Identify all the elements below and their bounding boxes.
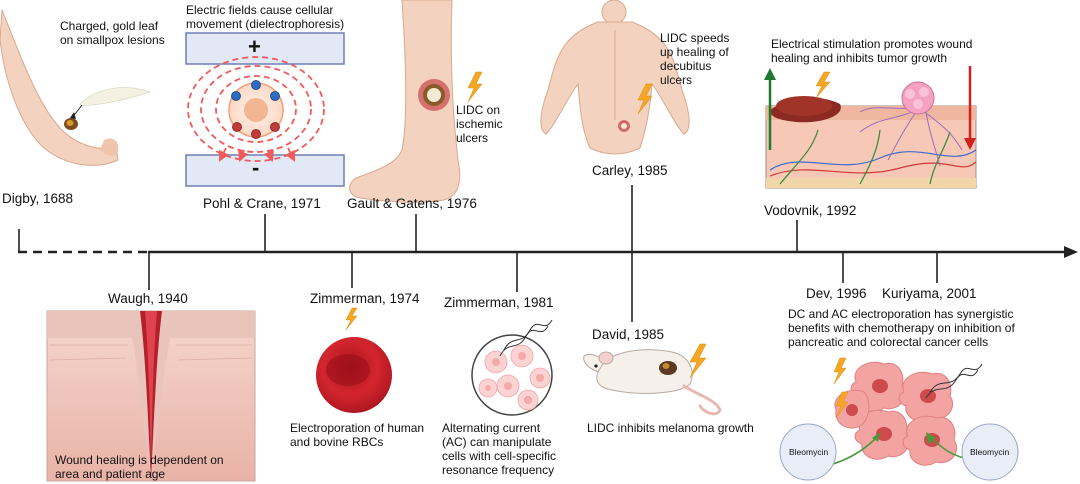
digby-label: Digby, 1688	[2, 191, 74, 206]
vodovnik-caption: Electrical stimulation promotes wound he…	[771, 37, 973, 65]
kuriyama-label: Kuriyama, 2001	[882, 286, 977, 301]
dc-ac-caption: DC and AC electroporation has synergisti…	[788, 307, 1015, 349]
zimmerman1974-caption: Electroporation of human and bovine RBCs	[290, 421, 425, 449]
lightning-icon	[815, 71, 831, 99]
plus-symbol: +	[248, 34, 261, 59]
lightning-icon	[345, 307, 358, 331]
bleomycin-bubble-right	[961, 423, 1019, 481]
arrow-down-red	[964, 66, 976, 150]
tumor-skin-illustration	[765, 81, 977, 189]
wound-section-illustration	[46, 310, 256, 482]
david-caption: LIDC inhibits melanoma growth	[587, 421, 754, 435]
pohl-label: Pohl & Crane, 1971	[203, 196, 321, 211]
cancer-cells-illustration	[799, 361, 983, 471]
lightning-icon	[833, 357, 847, 385]
gault-label: Gault & Gatens, 1976	[347, 196, 477, 211]
dielectrophoresis-illustration	[185, 32, 345, 187]
bleomycin-bubble-left	[779, 423, 837, 481]
carley-label: Carley, 1985	[592, 163, 668, 178]
digby-caption: Charged, gold leaf on smallpox lesions	[60, 19, 165, 47]
foot-illustration	[349, 0, 461, 203]
waugh-label: Waugh, 1940	[108, 291, 188, 306]
timeline-axis	[18, 246, 1078, 258]
vodovnik-label: Vodovnik, 1992	[764, 203, 857, 218]
rbc-illustration	[316, 337, 392, 413]
bleomycin-label-right: Bleomycin	[970, 447, 1010, 457]
dev-label: Dev, 1996	[806, 286, 867, 301]
arm-illustration	[0, 9, 151, 166]
lightning-icon	[637, 83, 653, 115]
lightning-icon	[689, 343, 707, 379]
zimmerman1981-caption: Alternating current (AC) can manipulate …	[442, 421, 557, 477]
arrow-up-green	[764, 68, 776, 150]
carley-caption: LIDC speeds up healing of decubitus ulce…	[660, 31, 730, 87]
lightning-icon	[467, 71, 483, 103]
zimmerman1981-label: Zimmerman, 1981	[444, 295, 554, 310]
minus-symbol: -	[252, 155, 260, 180]
pohl-caption: Electric fields cause cellular movement …	[186, 3, 345, 31]
timeline-ticks	[18, 185, 938, 322]
waugh-caption: Wound healing is dependent on area and p…	[55, 453, 224, 481]
david-label: David, 1985	[592, 327, 665, 342]
zimmerman1974-label: Zimmerman, 1974	[310, 291, 420, 306]
bleomycin-label-left: Bleomycin	[789, 447, 829, 457]
mouse-illustration	[583, 349, 722, 416]
lightning-icon	[835, 391, 849, 419]
gault-caption: LIDC on ischemic ulcers	[456, 103, 503, 145]
cells-illustration	[471, 319, 553, 416]
back-illustration	[540, 0, 690, 155]
